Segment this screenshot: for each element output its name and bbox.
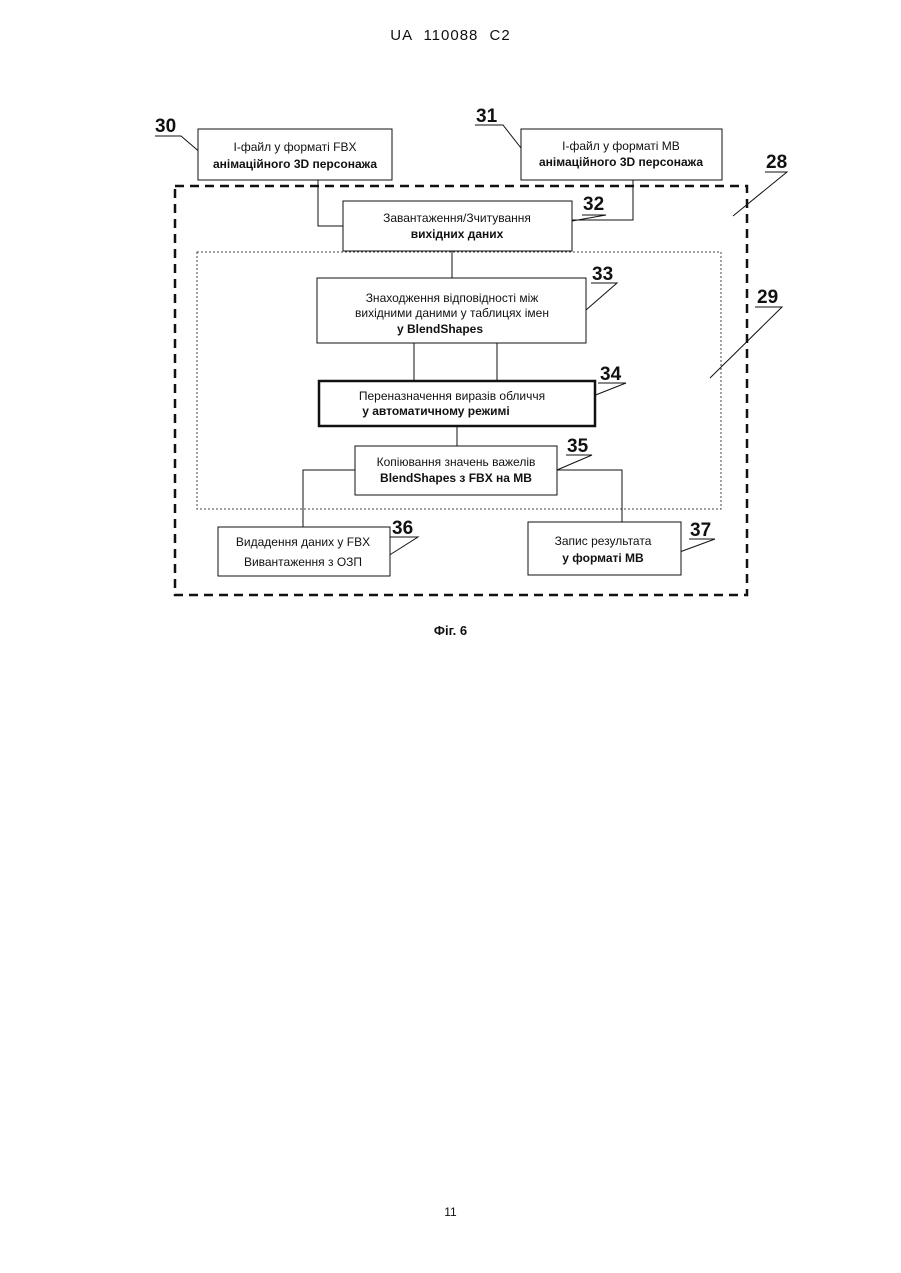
ref-number-35: 35 <box>567 436 589 457</box>
page-number: 11 <box>0 1205 901 1219</box>
box-33-line-1: Знаходження відповідності між <box>366 291 539 305</box>
box-35-line-1: Копіювання значень важелів <box>377 455 536 469</box>
box-30-fbx-file <box>198 129 392 180</box>
box-36-line-1: Видадення даних у FBX <box>236 535 370 549</box>
box-34-line-2: у автоматичному режимі <box>362 404 510 418</box>
box-33-line-2: вихідними даними у таблицях імен <box>355 306 549 320</box>
line-35-to-37 <box>557 470 622 522</box>
box-31-line-2: анімаційного 3D персонажа <box>539 155 703 169</box>
ref-number-31: 31 <box>476 106 498 127</box>
box-37-line-2: у форматі МВ <box>562 551 644 565</box>
ref-number-30: 30 <box>155 116 176 137</box>
ref-number-36: 36 <box>392 518 413 539</box>
box-33-line-3: у BlendShapes <box>397 322 483 336</box>
box-32-line-1: Завантаження/Зчитування <box>383 211 531 225</box>
box-32-line-2: вихідних даних <box>411 227 504 241</box>
ref-number-29: 29 <box>757 287 778 308</box>
ref-number-32: 32 <box>583 194 604 215</box>
ref-number-33: 33 <box>592 264 613 285</box>
line-35-to-36 <box>303 470 355 527</box>
box-37-line-1: Запис результата <box>555 534 652 548</box>
box-34-line-1: Переназначення виразів обличчя <box>359 389 545 403</box>
box-35-line-2: BlendShapes з FBX на МВ <box>380 471 532 485</box>
box-37-write <box>528 522 681 575</box>
box-36-line-2: Вивантаження з ОЗП <box>244 555 362 569</box>
figure-caption: Фіг. 6 <box>0 623 901 638</box>
ref-number-34: 34 <box>600 364 622 385</box>
box-31-line-1: І-файл у форматі МВ <box>562 139 680 153</box>
box-30-line-1: І-файл у форматі FBX <box>234 140 357 154</box>
box-30-line-2: анімаційного 3D персонажа <box>213 157 377 171</box>
ref-number-28: 28 <box>766 152 787 173</box>
box-32-loading <box>343 201 572 251</box>
ref-number-37: 37 <box>690 520 711 541</box>
